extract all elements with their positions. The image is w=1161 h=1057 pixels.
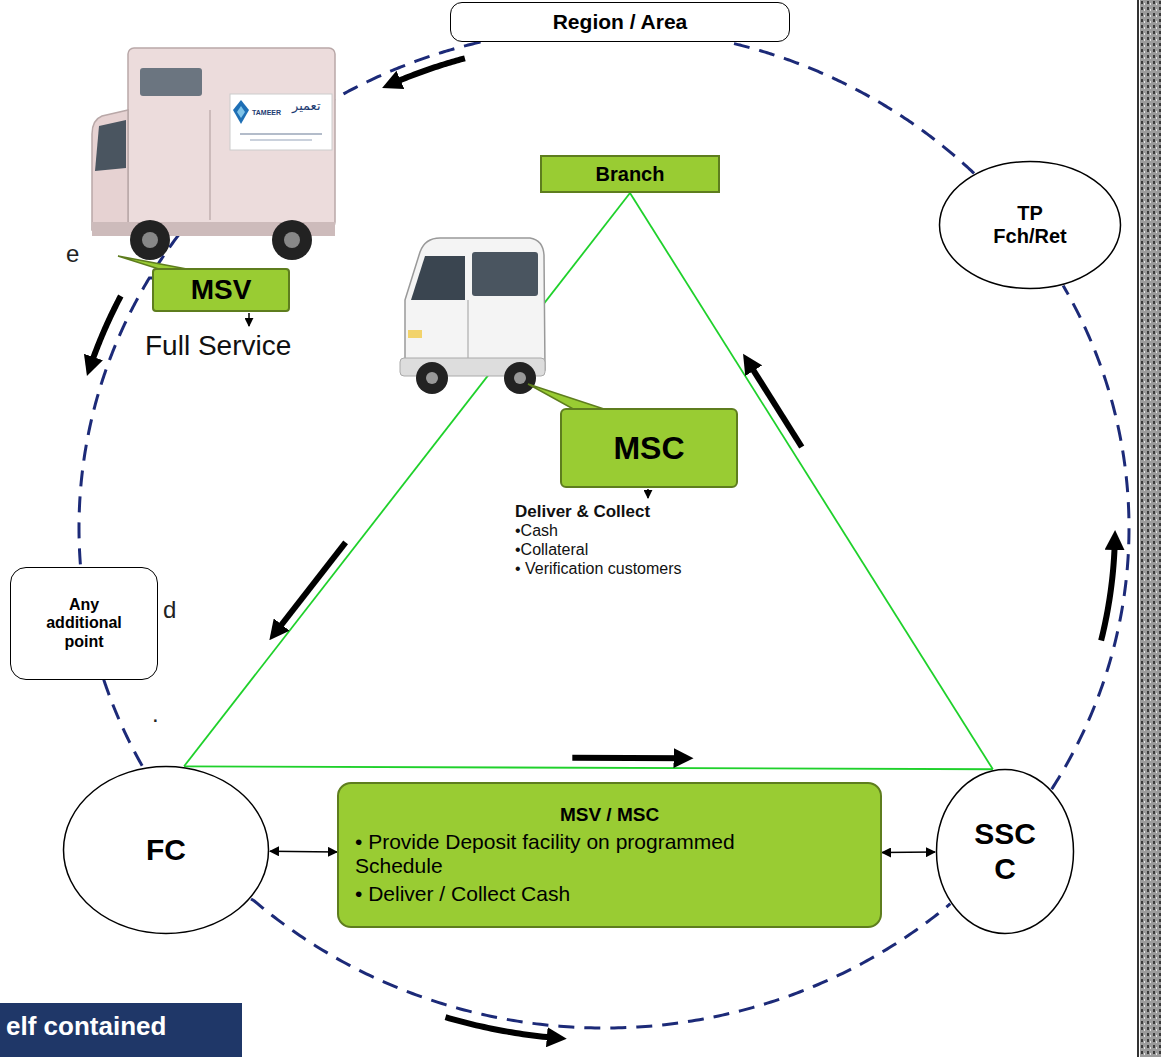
link-line xyxy=(270,850,337,852)
branch-box: Branch xyxy=(540,155,720,193)
service-heading: Deliver & Collect xyxy=(515,502,650,522)
connector xyxy=(79,278,152,567)
tp-ellipse: TP Fch/Ret xyxy=(938,160,1122,290)
vehicle-light xyxy=(408,330,422,338)
fragment-text: . xyxy=(152,700,159,728)
direction-arrow xyxy=(389,58,464,84)
connector xyxy=(104,680,143,767)
node-title: Any additional point xyxy=(34,596,134,651)
logo-text: تعمیر xyxy=(292,99,321,114)
service-item: •Cash xyxy=(515,522,558,540)
logo-text: TAMEER xyxy=(252,109,281,117)
node-title: MSC xyxy=(613,430,684,467)
cycle-arc xyxy=(79,278,152,567)
vehicle-wheel xyxy=(416,362,448,394)
vehicle-hub xyxy=(514,372,526,384)
logo-icon xyxy=(237,106,245,118)
vehicle-wheel xyxy=(272,220,312,260)
node-title: MSV / MSC xyxy=(355,804,864,826)
node-title: Region / Area xyxy=(553,10,688,34)
vehicle-body xyxy=(405,238,545,370)
fragment-text: d xyxy=(163,596,176,624)
vehicle-door xyxy=(467,300,469,362)
connector xyxy=(184,758,993,770)
connector xyxy=(270,851,337,853)
vehicle-window xyxy=(140,68,202,96)
vehicle-hub xyxy=(426,372,438,384)
fc-circle: FC xyxy=(62,765,270,935)
node-text: • Deliver / Collect Cash xyxy=(355,882,864,906)
direction-arrow xyxy=(90,296,121,368)
vehicle-door xyxy=(209,110,211,220)
node-title: SSC C xyxy=(970,817,1040,886)
node-text: • Provide Deposit facility on programmed… xyxy=(355,830,755,878)
sscc-circle: SSC C xyxy=(935,768,1075,935)
cycle-arc xyxy=(104,680,143,767)
connector xyxy=(882,852,935,853)
direction-arrow xyxy=(1101,538,1115,641)
ellipse-shape xyxy=(64,767,269,934)
vehicle-window xyxy=(472,252,538,296)
fragment-text: e xyxy=(66,240,79,268)
vehicle-wheel xyxy=(130,220,170,260)
connector xyxy=(728,42,974,173)
vehicle-hub xyxy=(284,232,300,248)
vehicle-cab xyxy=(92,110,128,230)
border-line xyxy=(1137,0,1139,1057)
leader-arrow xyxy=(647,489,649,498)
title-banner xyxy=(0,1003,242,1057)
point-box: Any additional point xyxy=(10,567,158,680)
border-strip xyxy=(1140,0,1161,1057)
cycle-arc xyxy=(728,42,974,173)
logo-subline xyxy=(250,139,312,141)
connector xyxy=(1052,286,1129,790)
msv-callout: MSV xyxy=(152,268,290,312)
msc-vehicle xyxy=(400,238,545,394)
leader-arrow xyxy=(248,313,250,326)
node-title: TP Fch/Ret xyxy=(987,202,1073,248)
vehicle-windshield xyxy=(411,256,465,300)
node-title: FC xyxy=(146,833,186,868)
msv-vehicle xyxy=(92,48,335,260)
banner-text: elf contained xyxy=(6,1012,166,1042)
service-item: •Collateral xyxy=(515,541,588,559)
node-title: MSV xyxy=(191,274,252,306)
vehicle-body xyxy=(128,48,335,228)
ellipse-shape xyxy=(940,162,1121,289)
callout-tail xyxy=(528,384,607,410)
service-box: MSV / MSC • Provide Deposit facility on p… xyxy=(337,782,882,928)
msc-callout: MSC xyxy=(560,408,738,488)
logo-panel xyxy=(230,94,332,150)
logo-subline xyxy=(240,133,322,135)
region-box: Region / Area xyxy=(450,2,790,42)
direction-arrow xyxy=(445,1017,558,1038)
service-label: Full Service xyxy=(145,330,291,362)
vehicle-hub xyxy=(142,232,158,248)
ellipse-shape xyxy=(937,770,1074,934)
vehicle-wheel xyxy=(504,362,536,394)
logo-icon xyxy=(233,100,249,124)
vehicle-windshield xyxy=(95,120,126,171)
link-line xyxy=(882,851,935,853)
cycle-arc xyxy=(1052,286,1129,790)
direction-arrow xyxy=(274,542,345,634)
node-title: Branch xyxy=(596,163,665,186)
direction-arrow xyxy=(747,361,801,447)
direction-arrow xyxy=(572,755,685,761)
triangle-line xyxy=(184,766,993,769)
service-item: • Verification customers xyxy=(515,560,682,578)
